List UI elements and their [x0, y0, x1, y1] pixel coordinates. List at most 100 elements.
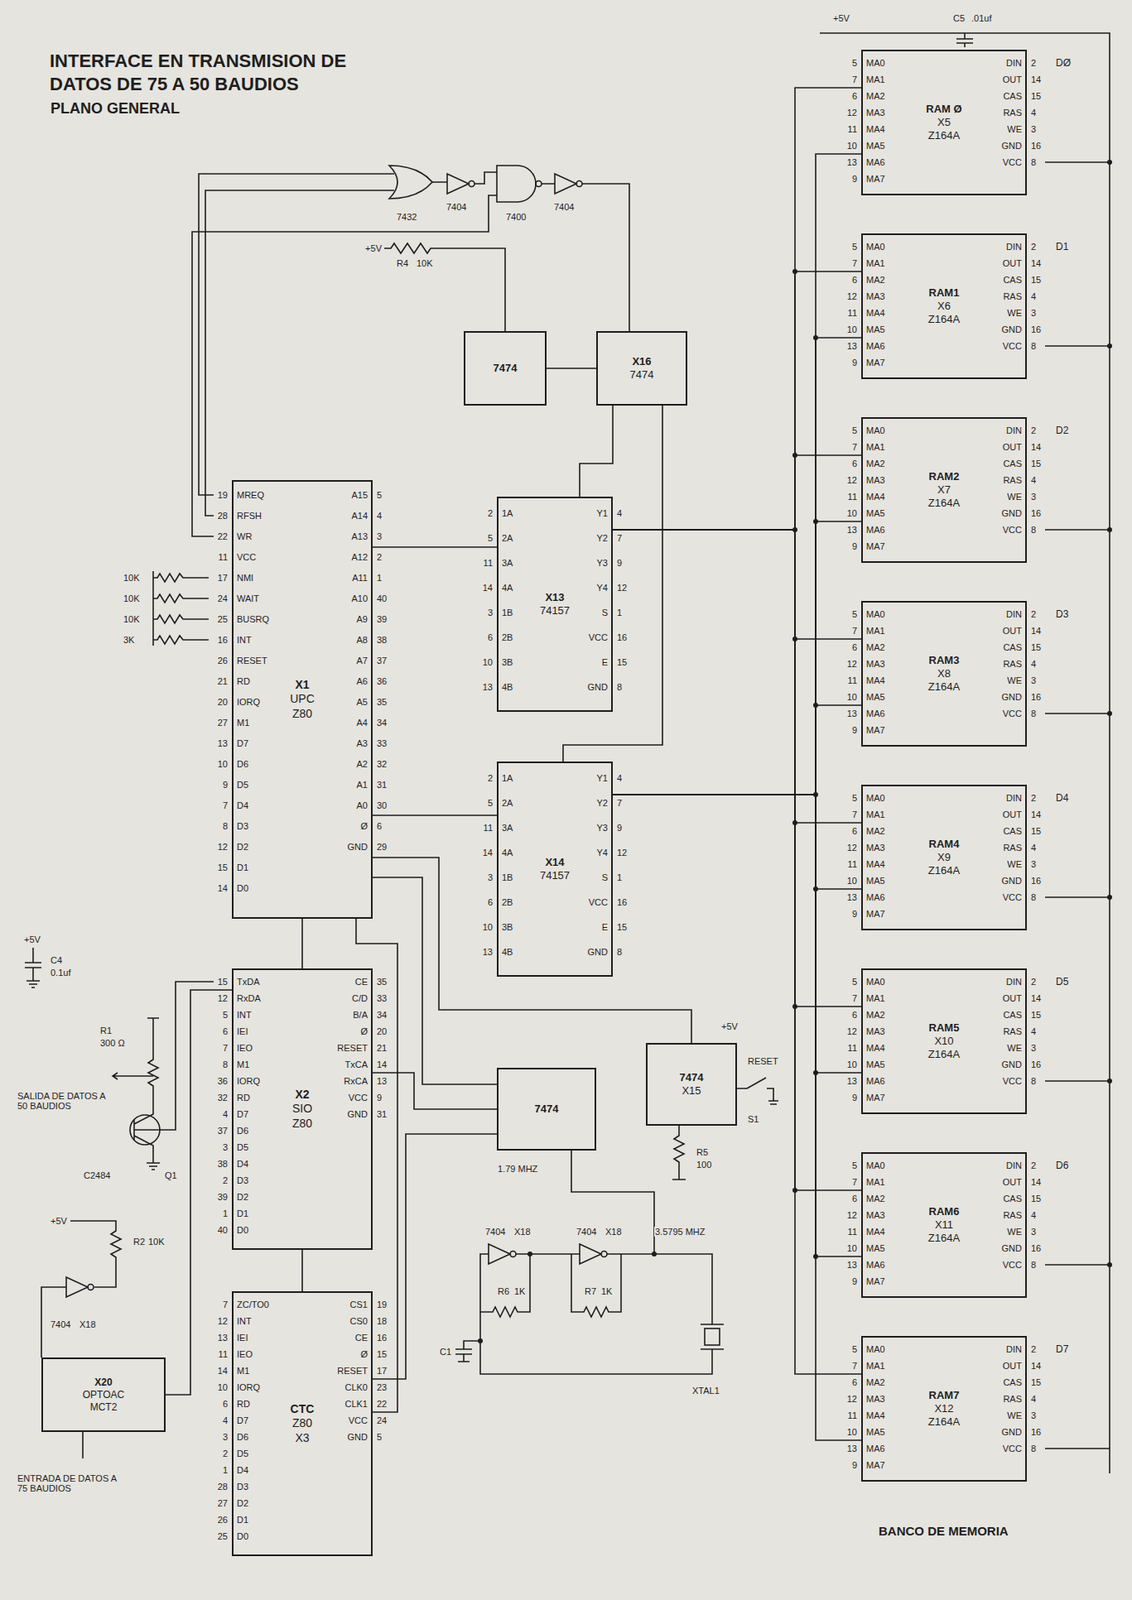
chip-box: X20OPTOACMCT2	[41, 1358, 166, 1433]
pin-label: 4	[1030, 475, 1037, 486]
pin-label: GND	[1001, 692, 1023, 703]
pin-label: C5	[952, 13, 966, 24]
pin-label: RAS	[1001, 1026, 1023, 1037]
pin-label: VCC	[1001, 341, 1023, 352]
pin-label: +5V	[720, 1021, 739, 1032]
chip-label: Z164A	[928, 1416, 960, 1430]
chip-label: RAM7	[929, 1389, 960, 1403]
pin-label: VCC	[1001, 525, 1023, 535]
pin-label: RESET	[336, 1043, 369, 1054]
chip-box: X1474157	[496, 761, 613, 978]
pin-label: 15	[1030, 826, 1042, 837]
pin-label: 30	[375, 800, 388, 811]
pin-label: VCC	[1001, 157, 1023, 168]
pin-label: 1B	[500, 872, 514, 883]
pin-label: 16	[216, 635, 229, 646]
pin-label: 2	[1030, 241, 1037, 252]
pin-label: OUT	[1001, 1361, 1023, 1372]
pin-label: MA3	[865, 475, 887, 486]
pin-label: 12	[846, 475, 858, 486]
pin-label: 37	[216, 1126, 229, 1137]
pin-label: 3	[486, 872, 494, 883]
chip-label: X16	[631, 355, 651, 369]
pin-label: D6	[236, 759, 250, 770]
pin-label: MA1	[865, 74, 887, 85]
capacitor-symbol	[24, 948, 42, 988]
pin-label: MA2	[865, 1010, 887, 1021]
chip-box: X167474	[596, 331, 688, 406]
pin-label: MA5	[865, 1243, 887, 1254]
pin-label: +5V	[364, 243, 383, 254]
pin-label: 12	[846, 107, 858, 118]
chip-label: Z164A	[928, 864, 960, 878]
pin-label: 23	[375, 1382, 388, 1393]
pin-label: 16	[1030, 692, 1042, 703]
pin-label: GND	[587, 682, 609, 693]
pin-label: CAS	[1001, 1377, 1023, 1388]
pin-label: M1	[236, 717, 251, 728]
pin-label: 4	[221, 1109, 229, 1120]
pin-label: 2B	[500, 632, 514, 643]
pin-label: 1.79 MHZ	[496, 1164, 539, 1175]
pin-label: 13	[846, 708, 858, 719]
pin-label: 27	[216, 717, 229, 728]
nand-gate	[496, 165, 536, 203]
pin-label: 1	[221, 1209, 229, 1219]
wire	[372, 1073, 497, 1110]
pin-label: VCC	[587, 632, 609, 643]
chip-label: SIO	[292, 1102, 313, 1118]
pin-label: D1	[1054, 241, 1070, 253]
pin-label: 12	[216, 842, 229, 853]
pin-label: WE	[1006, 1411, 1023, 1422]
pin-label: MA1	[865, 1361, 887, 1372]
pin-label: 10K	[415, 258, 434, 269]
pin-label: 39	[216, 1192, 229, 1203]
pin-label: MA4	[865, 491, 887, 502]
chip-label: OPTOAC	[82, 1389, 125, 1402]
pin-label: Y1	[596, 508, 609, 519]
pin-label: 3	[1030, 491, 1037, 502]
pin-label: CAS	[1001, 1010, 1023, 1021]
pin-label: OUT	[1001, 74, 1023, 85]
pin-label: 9	[851, 1276, 858, 1287]
pin-label: 2	[1030, 609, 1037, 620]
pin-label: A13	[350, 531, 369, 542]
pin-label: D0	[236, 1531, 250, 1542]
chip-label: X20	[94, 1377, 112, 1390]
chip-label: 74157	[539, 604, 570, 618]
pin-label: 6	[851, 642, 858, 653]
pin-label: 2	[375, 552, 383, 563]
junction-dot	[651, 1252, 657, 1258]
wire	[612, 705, 862, 795]
pin-label: MA5	[865, 140, 887, 151]
pin-label: 15	[375, 1349, 388, 1360]
pin-label: RD	[236, 676, 251, 687]
pin-label: 36	[375, 676, 388, 687]
pin-label: Ø	[359, 1026, 369, 1037]
pin-label: MA4	[865, 1411, 887, 1422]
pin-label: 21	[375, 1043, 388, 1054]
pin-label: 17	[216, 573, 229, 583]
pin-label: 11	[482, 558, 494, 569]
pin-label: 12	[616, 847, 628, 858]
junction-dot	[1107, 1262, 1113, 1268]
pin-label: D1	[236, 1209, 250, 1219]
pin-label: VCC	[347, 1093, 369, 1104]
pin-label: 9	[851, 1460, 858, 1471]
pin-label: MA7	[865, 173, 887, 184]
pin-label: MA5	[865, 508, 887, 519]
inverter-symbol	[554, 173, 577, 194]
pin-label: MA4	[865, 1227, 887, 1238]
pin-label: A4	[356, 717, 369, 728]
pin-label: 7	[221, 1043, 229, 1054]
pin-label: MA7	[865, 725, 887, 736]
pin-label: 16	[1030, 508, 1042, 519]
pin-label: 7404	[553, 202, 575, 212]
pin-label: GND	[1001, 1059, 1023, 1070]
pin-label: MA3	[865, 291, 887, 302]
pin-label: 31	[375, 1109, 388, 1120]
pin-label: 3	[221, 1432, 229, 1443]
chip-label: X9	[937, 851, 951, 865]
subtitle: PLANO GENERAL	[49, 101, 181, 117]
pin-label: 14	[481, 582, 494, 593]
